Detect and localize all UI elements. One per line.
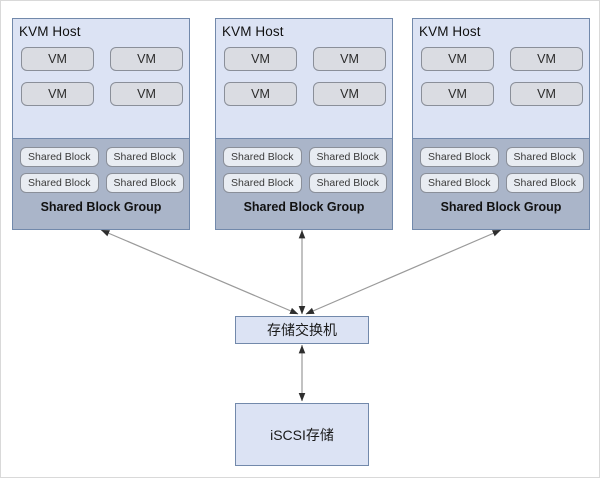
vm-tile[interactable]: VM [21,47,94,71]
host-1-vm-grid: VM VM VM VM [21,47,183,106]
host-2-group-label: Shared Block Group [243,200,365,214]
host-1-title: KVM Host [19,24,81,39]
shared-block-tile[interactable]: Shared Block [505,147,584,167]
kvm-host-3[interactable]: KVM Host VM VM VM VM Shared Block Shared… [412,18,590,230]
vm-tile[interactable]: VM [110,82,183,106]
shared-block-tile[interactable]: Shared Block [308,173,387,193]
shared-block-tile[interactable]: Shared Block [420,147,499,167]
host-1-group-label: Shared Block Group [40,200,162,214]
iscsi-storage-node[interactable]: iSCSI存储 [235,403,369,466]
vm-tile[interactable]: VM [21,82,94,106]
host-2-shared-block-group: Shared Block Shared Block Shared Block S… [216,138,392,229]
vm-tile[interactable]: VM [313,82,386,106]
shared-block-tile[interactable]: Shared Block [20,147,99,167]
vm-tile[interactable]: VM [224,82,297,106]
shared-block-tile[interactable]: Shared Block [420,173,499,193]
host-1-shared-block-grid: Shared Block Shared Block Shared Block S… [20,147,184,193]
connector-host3-switch [305,229,502,315]
vm-tile[interactable]: VM [313,47,386,71]
vm-tile[interactable]: VM [510,47,583,71]
host-3-shared-block-grid: Shared Block Shared Block Shared Block S… [420,147,584,193]
shared-block-tile[interactable]: Shared Block [223,173,302,193]
shared-block-tile[interactable]: Shared Block [105,173,184,193]
host-3-vm-area: KVM Host VM VM VM VM [413,19,589,138]
host-2-title: KVM Host [222,24,284,39]
storage-switch-node[interactable]: 存储交换机 [235,316,369,344]
host-1-vm-area: KVM Host VM VM VM VM [13,19,189,138]
iscsi-storage-label: iSCSI存储 [270,426,334,443]
host-3-group-label: Shared Block Group [440,200,562,214]
vm-tile[interactable]: VM [224,47,297,71]
host-2-vm-area: KVM Host VM VM VM VM [216,19,392,138]
host-3-vm-grid: VM VM VM VM [421,47,583,106]
host-2-vm-grid: VM VM VM VM [224,47,386,106]
host-3-title: KVM Host [419,24,481,39]
connector-host1-switch [100,229,299,315]
storage-switch-label: 存储交换机 [267,322,337,338]
shared-block-tile[interactable]: Shared Block [308,147,387,167]
vm-tile[interactable]: VM [510,82,583,106]
vm-tile[interactable]: VM [421,47,494,71]
host-1-shared-block-group: Shared Block Shared Block Shared Block S… [13,138,189,229]
shared-block-tile[interactable]: Shared Block [223,147,302,167]
host-2-shared-block-grid: Shared Block Shared Block Shared Block S… [223,147,387,193]
vm-tile[interactable]: VM [421,82,494,106]
kvm-host-2[interactable]: KVM Host VM VM VM VM Shared Block Shared… [215,18,393,230]
shared-block-tile[interactable]: Shared Block [20,173,99,193]
vm-tile[interactable]: VM [110,47,183,71]
shared-block-tile[interactable]: Shared Block [505,173,584,193]
shared-block-tile[interactable]: Shared Block [105,147,184,167]
kvm-host-1[interactable]: KVM Host VM VM VM VM Shared Block Shared… [12,18,190,230]
host-3-shared-block-group: Shared Block Shared Block Shared Block S… [413,138,589,229]
